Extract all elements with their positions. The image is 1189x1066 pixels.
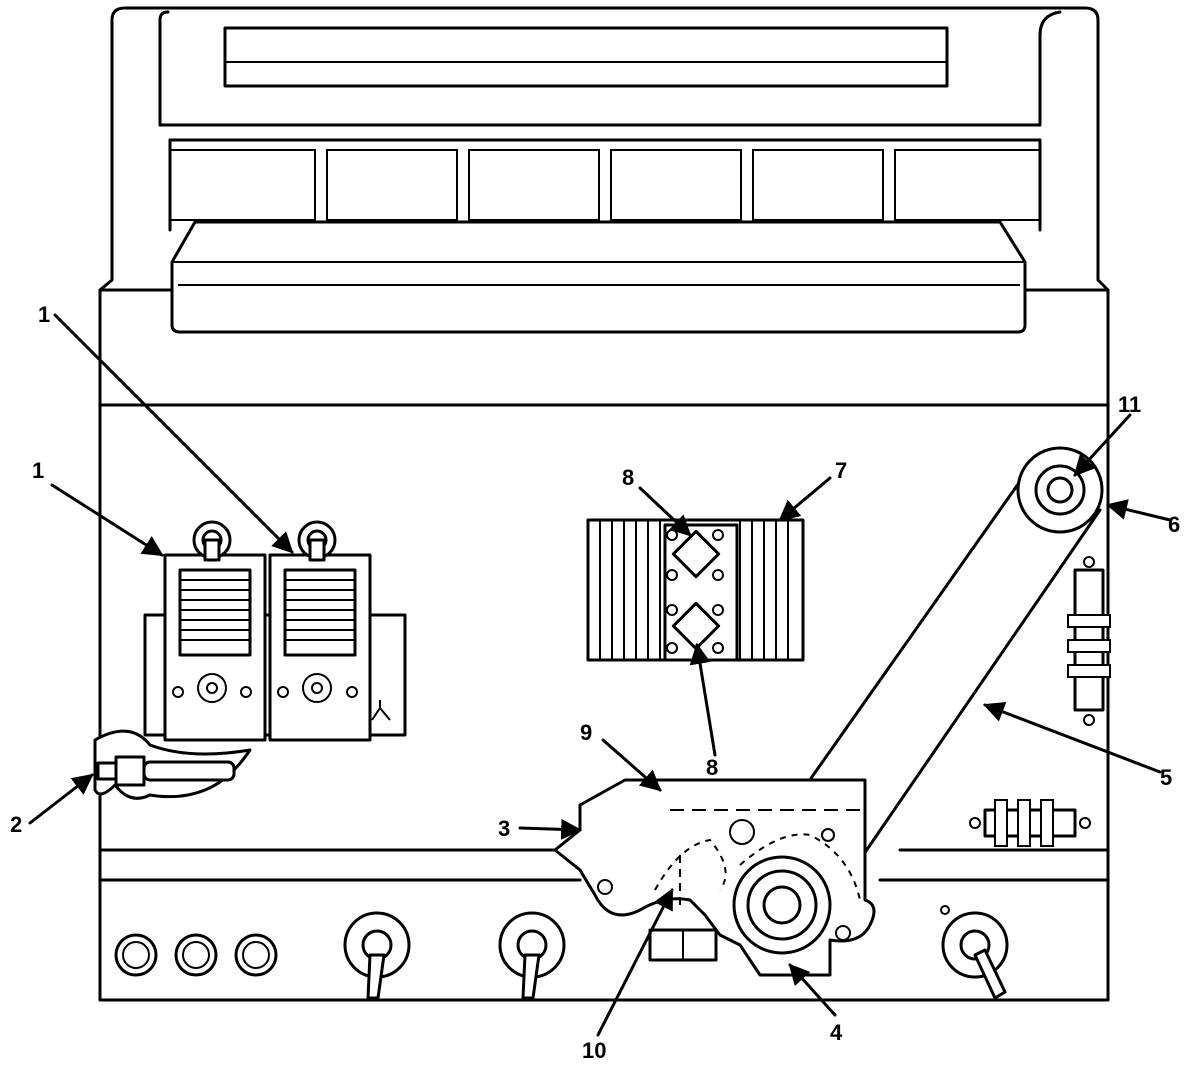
leader-c11 <box>1073 413 1132 477</box>
diode-top <box>671 529 721 579</box>
callout-c7: 7 <box>835 458 847 483</box>
leader-c4 <box>788 963 837 1017</box>
terminal-strip-vertical <box>1067 556 1111 726</box>
main-panel <box>98 403 1110 1002</box>
bottom-controls <box>114 905 1009 1000</box>
leader-c8b <box>689 642 717 757</box>
callout-c11: 11 <box>1118 392 1141 417</box>
leader-c1a <box>50 483 164 557</box>
leader-c1b <box>53 313 294 554</box>
callout-c8a: 8 <box>622 465 634 490</box>
leader-c6 <box>1105 499 1172 522</box>
terminal-strip-horizontal <box>969 799 1091 847</box>
callout-c8b: 8 <box>706 755 718 780</box>
coil-right <box>283 568 357 657</box>
leader-c8a <box>638 486 692 537</box>
callout-labels: 1 1 2 3 4 5 6 7 8 8 9 10 11 <box>10 302 1180 1063</box>
callout-c9: 9 <box>580 720 592 745</box>
callout-c1a: 1 <box>32 458 44 483</box>
leader-c10 <box>596 888 674 1037</box>
leader-c9 <box>601 738 662 792</box>
callout-c3: 3 <box>498 816 510 841</box>
leader-c2 <box>28 773 94 825</box>
leader-c5 <box>983 701 1162 774</box>
callout-c4: 4 <box>830 1020 843 1045</box>
callout-c1b: 1 <box>38 302 50 327</box>
cam-plate <box>553 778 876 977</box>
callout-c5: 5 <box>1160 765 1172 790</box>
top-slot <box>223 26 949 88</box>
leader-c7 <box>778 476 832 522</box>
coil-left <box>178 568 252 657</box>
callout-c10: 10 <box>582 1038 606 1063</box>
vent-grille <box>169 149 1041 221</box>
callout-c6: 6 <box>1168 512 1180 537</box>
diode-bottom <box>671 601 721 651</box>
leader-lines <box>28 313 1172 1037</box>
leader-c3 <box>518 818 583 840</box>
carry-handle <box>170 220 1027 334</box>
top-housing <box>98 6 1110 407</box>
relay-assembly <box>143 520 407 742</box>
callout-c2: 2 <box>10 812 22 837</box>
fitting <box>96 755 236 787</box>
heat-sink <box>586 518 805 662</box>
